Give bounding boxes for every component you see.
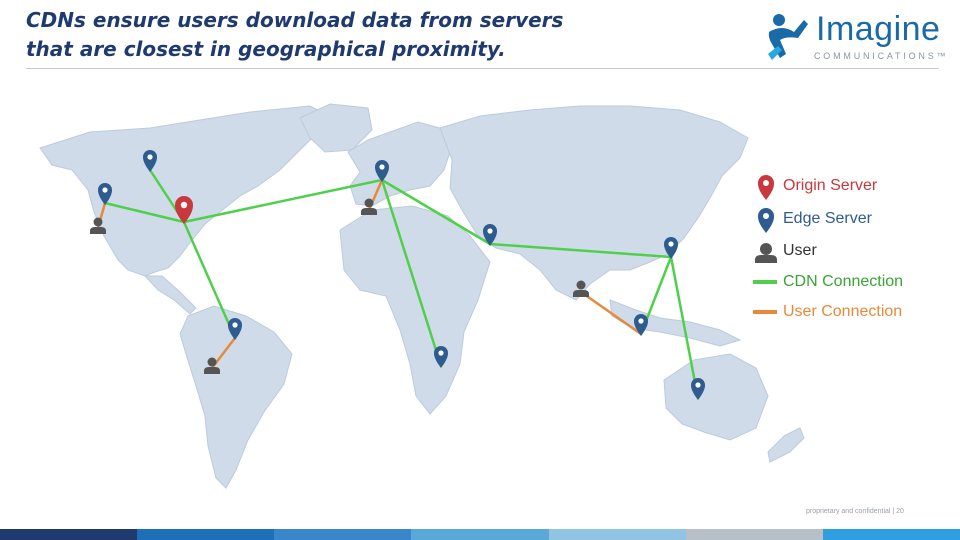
legend-cdn-label: CDN Connection — [783, 273, 904, 290]
legend-user-conn-label: User Connection — [783, 303, 903, 320]
footer-confidential: proprietary and confidential | 20 — [806, 508, 904, 515]
footer-bar-segment — [137, 529, 275, 540]
footer-bar-segment — [411, 529, 549, 540]
logo-subtitle: COMMUNICATIONS™ — [814, 51, 949, 61]
cdn-line — [182, 220, 237, 340]
continent-europe — [347, 121, 453, 207]
continent-southeast-asia — [609, 299, 742, 347]
continent-australia — [663, 353, 769, 441]
legend-origin-label: Origin Server — [783, 177, 878, 194]
legend-edge-server: Edge Server — [753, 207, 872, 233]
logo-name: Imagine — [816, 10, 941, 48]
cdn-line — [380, 178, 443, 368]
cdn-line — [380, 178, 492, 246]
footer-bar-segment — [274, 529, 412, 540]
legend-cdn-connection: CDN Connection — [753, 270, 903, 294]
logo-figure-icon — [768, 14, 808, 60]
footer-bar-segment — [548, 529, 686, 540]
title-divider — [26, 68, 939, 69]
cdn-line-swatch — [753, 280, 777, 284]
user-line-swatch — [753, 310, 777, 314]
cdn-line — [488, 242, 673, 259]
title-line-1: CDNs ensure users download data from ser… — [26, 8, 564, 32]
footer-bar-segment — [685, 529, 823, 540]
continent-central-america — [143, 275, 197, 315]
cdn-line — [182, 178, 384, 224]
user-line — [579, 290, 643, 336]
cdn-connections — [103, 168, 700, 400]
footer-bar-segment — [822, 529, 960, 540]
edge-server-icon — [634, 314, 648, 336]
footer-bar-segment — [0, 529, 138, 540]
legend-user-connection: User Connection — [753, 300, 902, 324]
cdn-line — [669, 255, 700, 400]
legend-edge-label: Edge Server — [783, 210, 872, 227]
edge-pin-icon — [758, 208, 774, 233]
continent-north-america — [39, 105, 331, 277]
legend-user-label: User — [783, 242, 817, 259]
continent-new-zealand — [767, 427, 805, 463]
footer-color-bar — [0, 529, 960, 540]
cdn-line — [103, 201, 186, 224]
slide-title: CDNs ensure users download data from ser… — [26, 6, 586, 64]
legend-origin-server: Origin Server — [753, 174, 878, 200]
continent-greenland — [299, 103, 373, 153]
continent-africa — [339, 205, 491, 415]
origin-pin-icon — [758, 175, 774, 200]
continents — [39, 103, 805, 489]
continent-south-america — [179, 305, 293, 489]
user-legend-icon — [755, 243, 777, 263]
legend-user: User — [753, 239, 817, 263]
company-logo: Imagine COMMUNICATIONS™ — [764, 10, 946, 65]
title-line-2: that are closest in geographical proximi… — [26, 37, 506, 61]
